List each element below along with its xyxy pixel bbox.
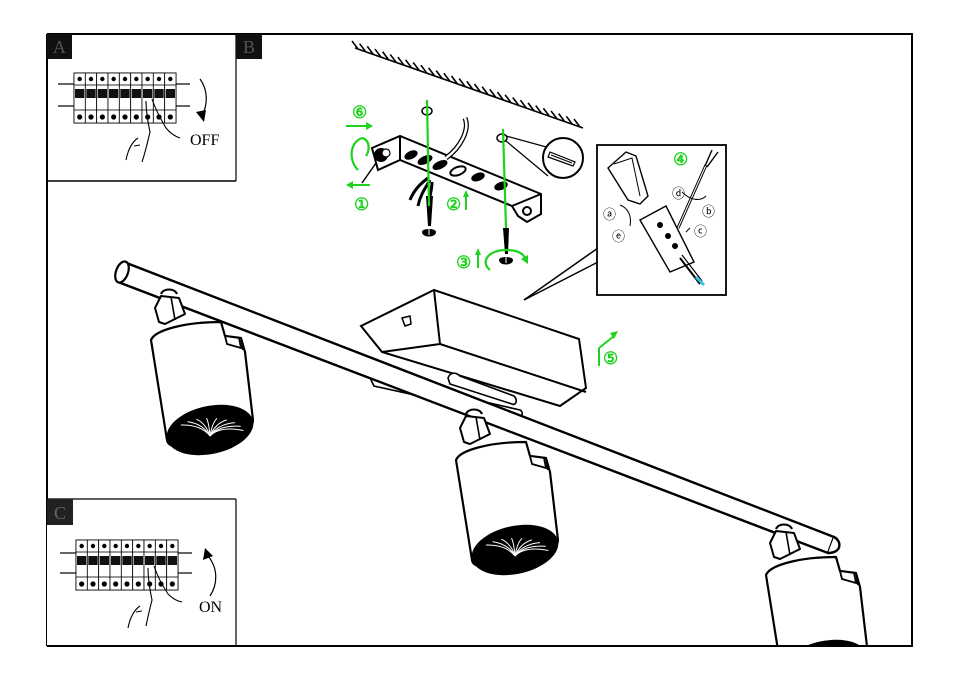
breaker-panel-off [58,72,190,124]
hand-pressing-breaker-icon [125,98,181,163]
panel-a: A OFF [47,34,237,182]
sub-step-a: ⓐ [603,207,616,222]
breaker-module [75,539,88,591]
callout-pointer [523,247,599,301]
panel-c-label: C [54,503,66,523]
breaker-module [73,72,86,124]
breaker-panel-on [60,539,192,591]
rotate-up-arrow-icon [203,548,217,597]
hand-pressing-breaker-icon [127,565,183,629]
lens-swirl-icon [180,417,244,437]
step-5-label: ⑤ [603,349,618,368]
breaker-module [132,539,145,591]
step-5-marker: ⑤ [598,331,618,368]
mounting-bracket [370,134,542,224]
step-2-label: ② [446,195,461,214]
breaker-module [120,539,134,591]
step-6-marker: ⑥ [346,103,373,130]
breaker-module [164,72,177,124]
breaker-module [98,539,111,591]
sub-step-c: ⓒ [694,224,707,239]
spotlight [454,408,560,576]
breaker-module [96,72,109,124]
off-caption: OFF [190,132,219,149]
step-4-label: ④ [673,150,688,169]
breaker-module [109,539,122,591]
breaker-module [86,539,100,591]
lens-swirl-icon [485,537,549,557]
on-caption: ON [199,599,223,616]
screw-right [499,228,513,265]
breaker-module [107,72,120,124]
terminal-block-callout: ④ ⓓ ⓑ ⓐ ⓒ ⓔ [596,144,727,296]
panel-b-badge: B [236,34,262,59]
step-3-label: ③ [456,253,471,272]
breaker-module [130,72,143,124]
step-2-marker: ② [446,190,469,214]
panel-a-label: A [53,37,66,57]
screw-left [422,196,436,237]
step-3-marker: ③ [456,248,528,272]
sub-step-e: ⓔ [612,229,625,244]
sub-step-d: ⓓ [672,186,685,201]
step-1-marker: ① [346,136,377,214]
step-6-label: ⑥ [352,103,367,122]
breaker-module [118,72,132,124]
sub-step-b: ⓑ [702,204,715,219]
step-1-label: ① [354,195,369,214]
spotlight [149,288,255,456]
ceiling-hatch [351,40,584,129]
panel-a-badge: A [47,34,72,59]
green-guides [425,99,508,229]
panel-c-badge: C [47,499,73,525]
breaker-module [143,539,156,591]
ceiling-hole [496,133,508,143]
panel-c: C ON [47,498,237,646]
breaker-module [166,539,179,591]
rotate-down-arrow-icon [196,78,207,122]
wall-plug-detail-callout [505,135,584,179]
panel-b-label: B [243,37,255,57]
breaker-module [84,72,98,124]
light-rod [114,260,841,555]
